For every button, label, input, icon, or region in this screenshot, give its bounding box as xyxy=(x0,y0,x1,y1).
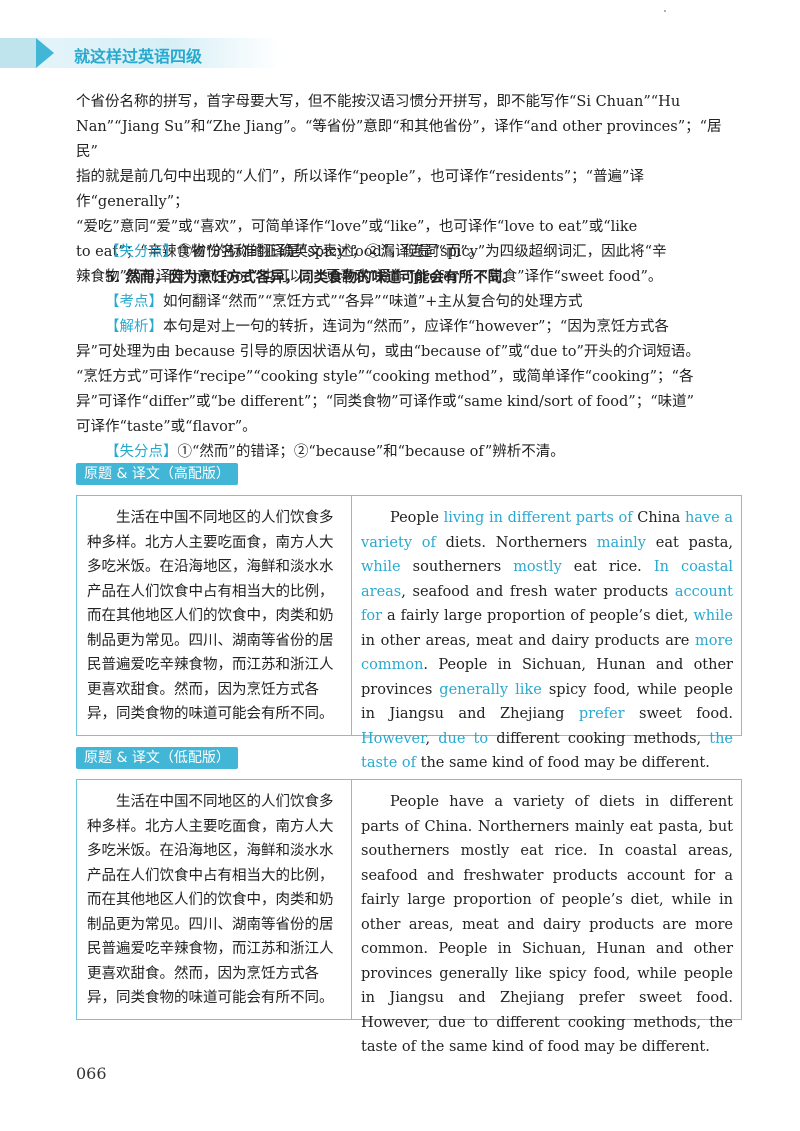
text-segment: . People in Sichuan, Hunan and other pro… xyxy=(361,657,733,698)
text-line: Nan”“Jiang Su”和“Zhe Jiang”。“等省份”意即“和其他省份… xyxy=(76,119,722,160)
page-number: 066 xyxy=(76,1064,107,1083)
text-line: 辣食物”简单译作“hot food”也可以；“更喜欢”译作“prefer”；“甜… xyxy=(76,269,663,285)
translation-table-low: 生活在中国不同地区的人们饮食多种多样。北方人主要吃面食，南方人大多吃米饭。在沿海… xyxy=(76,779,742,1055)
test-point-text: 如何翻译“然而”“烹饪方式”“各异”“味道”+主从复合句的处理方式 xyxy=(163,294,583,310)
text-segment: diets. Northerners xyxy=(435,534,597,551)
text-segment: , xyxy=(425,730,439,747)
highlighted-phrase: more common xyxy=(361,632,733,674)
lose-points-text: ①省份名称的正确英文表述；②漏译连词“而”。 xyxy=(177,244,483,260)
chinese-original-text: 生活在中国不同地区的人们饮食多种多样。北方人主要吃面食，南方人大多吃米饭。在沿海… xyxy=(77,496,352,735)
translation-table-high: 生活在中国不同地区的人们饮食多种多样。北方人主要吃面食，南方人大多吃米饭。在沿海… xyxy=(76,495,742,771)
english-translation-text: People have a variety of diets in differ… xyxy=(361,794,733,1055)
highlighted-phrase: prefer xyxy=(578,706,625,722)
text-segment: People xyxy=(390,510,444,526)
text-segment: in other areas, meat and dairy products … xyxy=(361,632,695,649)
text-segment: the same kind of food may be different. xyxy=(416,755,710,771)
text-line: 个省份名称的拼写，首字母要大写，但不能按汉语习惯分开拼写，即不能写作“Si Ch… xyxy=(76,94,681,110)
text-segment: China xyxy=(632,510,685,526)
lose-points-text: ①“然而”的错译；②“because”和“because of”辨析不清。 xyxy=(177,444,565,460)
lose-points-tag: 【失分点】 xyxy=(105,244,178,260)
section-label-high: 原题 & 译文（高配版） xyxy=(76,463,238,485)
analysis-line: 异”可译作“differ”或“be different”；“同类食物”可译作或“… xyxy=(76,394,695,410)
highlighted-phrase: while xyxy=(693,608,733,624)
item-5: 5. 然而，因为烹饪方式各异，同类食物的味道可能会有所不同。 【考点】如何翻译“… xyxy=(76,265,740,465)
highlighted-phrase: mostly xyxy=(513,559,562,575)
text-line: 指的就是前几句中出现的“人们”，所以译作“people”，也可译作“reside… xyxy=(76,169,644,210)
highlighted-phrase: due to xyxy=(438,730,489,747)
lose-points-tag: 【失分点】 xyxy=(105,444,178,460)
chinese-original-text: 生活在中国不同地区的人们饮食多种多样。北方人主要吃面食，南方人大多吃米饭。在沿海… xyxy=(77,780,352,1019)
text-segment: eat pasta, xyxy=(646,534,733,551)
analysis-line: 本句是对上一句的转折，连词为“然而”，应译作“however”；“因为烹饪方式各 xyxy=(163,319,669,335)
highlighted-phrase: the taste of xyxy=(361,730,734,772)
text-segment: , seafood and fresh water products xyxy=(401,583,675,600)
highlighted-phrase: account for xyxy=(361,583,733,625)
english-translation-text: People living in different parts of Chin… xyxy=(353,496,741,771)
top-paragraph: 个省份名称的拼写，首字母要大写，但不能按汉语习惯分开拼写，即不能写作“Si Ch… xyxy=(76,90,740,290)
text-segment: spicy food, while people in Jiangsu and … xyxy=(361,681,734,723)
header-arrow-icon xyxy=(36,38,54,68)
header-bar xyxy=(0,38,36,68)
section-label-low: 原题 & 译文（低配版） xyxy=(76,747,238,769)
running-header-title: 就这样过英语四级 xyxy=(74,47,203,66)
text-line: to eat”；“辛辣食物”的标准翻译是“spicy food”，但是“spic… xyxy=(76,244,667,260)
highlighted-phrase: mainly xyxy=(596,534,646,551)
highlighted-phrase: have a variety of xyxy=(361,510,734,551)
highlighted-phrase: living in different parts of xyxy=(443,510,633,526)
corner-dot xyxy=(664,10,666,12)
item-5-sentence: 5. 然而，因为烹饪方式各异，同类食物的味道可能会有所不同。 xyxy=(105,269,517,286)
text-line: “爱吃”意同“爱”或“喜欢”，可简单译作“love”或“like”，也可译作“l… xyxy=(76,219,638,235)
highlighted-phrase: However xyxy=(361,730,426,747)
lose-points-1: 【失分点】①省份名称的正确英文表述；②漏译连词“而”。 xyxy=(76,240,740,265)
text-segment: different cooking methods, xyxy=(488,730,710,747)
text-segment: eat rice. xyxy=(561,559,654,575)
highlighted-phrase: generally like xyxy=(439,681,542,698)
text-segment: southerners xyxy=(400,559,514,575)
analysis-line: 异”可处理为由 because 引导的原因状语从句，或由“because of”… xyxy=(76,344,700,360)
highlighted-phrase: while xyxy=(361,559,401,575)
analysis-tag: 【解析】 xyxy=(105,319,163,335)
analysis-line: “烹饪方式”可译作“recipe”“cooking style”“cooking… xyxy=(76,369,694,385)
test-point-tag: 【考点】 xyxy=(105,294,163,310)
text-segment: a fairly large proportion of people’s di… xyxy=(382,608,694,624)
running-header: 就这样过英语四级 xyxy=(0,38,280,68)
highlighted-phrase: In coastal areas xyxy=(361,559,733,600)
analysis-line: 可译作“taste”或“flavor”。 xyxy=(76,419,257,435)
text-segment: sweet food. xyxy=(624,706,733,722)
